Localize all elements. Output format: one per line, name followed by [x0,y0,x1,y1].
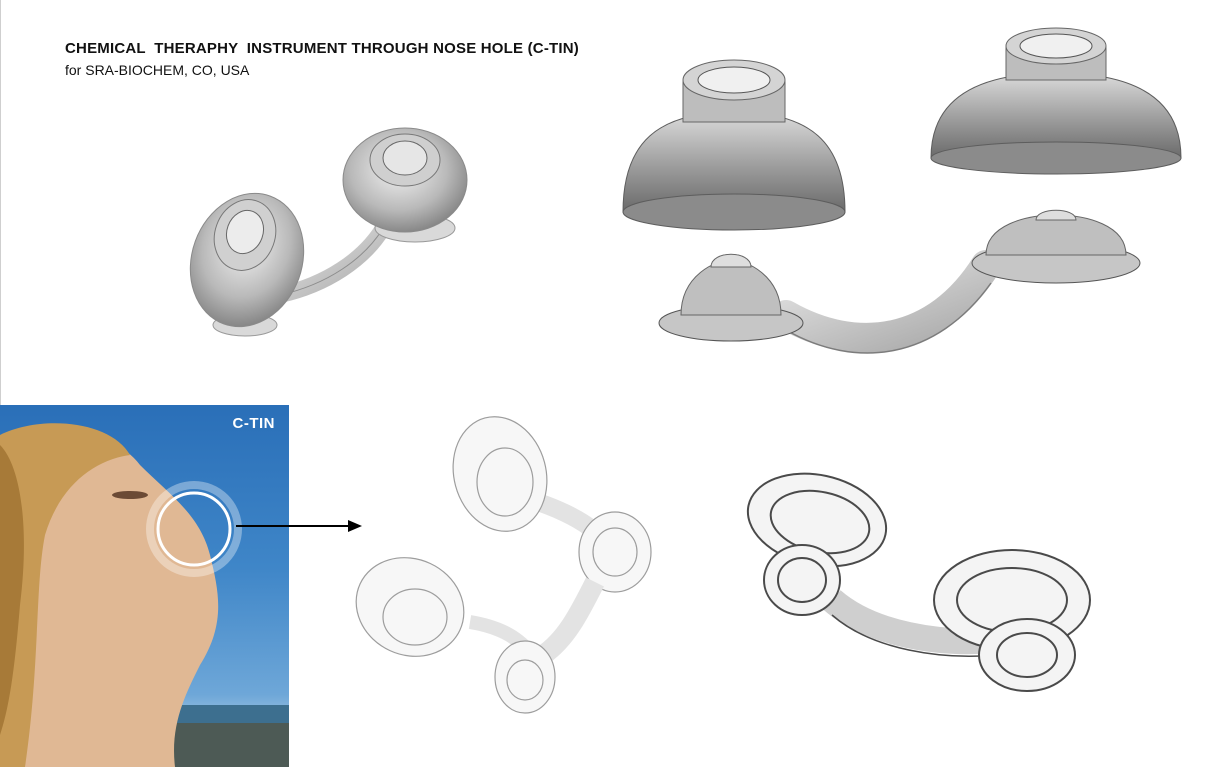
model-silhouette [0,423,289,767]
cap-render-left [622,59,846,231]
page-title: CHEMICAL THERAPHY INSTRUMENT THROUGH NOS… [65,40,579,57]
page-subtitle: for SRA-BIOCHEM, CO, USA [65,62,250,78]
brand-label: C-TIN [232,415,275,432]
pointer-arrow [236,520,362,532]
device-render-transparent [355,416,652,714]
nose-highlight-ring [146,481,242,577]
device-render-side [658,209,1141,354]
model-photo: C-TIN [0,405,289,767]
cap-render-right [930,27,1182,175]
device-render-angled [189,127,468,337]
device-render-rings [746,472,1091,692]
left-border [0,0,1,405]
